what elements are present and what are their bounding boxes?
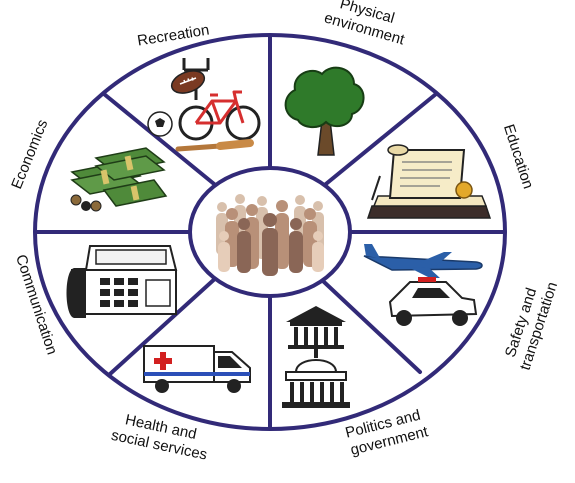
capitol-building-icon	[282, 306, 350, 408]
tree-icon	[284, 66, 365, 156]
money-stacks-icon	[70, 147, 168, 212]
spokes	[34, 34, 506, 430]
diploma-books-icon	[366, 144, 492, 219]
spoke-top-right	[308, 92, 438, 199]
label-safety-transportation: Safety and transportation	[499, 274, 561, 372]
spoke-top-left	[102, 92, 232, 199]
community-crowd-icon	[216, 194, 324, 276]
spoke-bottom-left	[108, 264, 231, 376]
bicycle-football-ball-bat-icon	[147, 58, 261, 152]
airplane-police-car-icon	[363, 244, 483, 326]
spoke-bottom-right	[305, 264, 422, 374]
label-education: Education	[500, 122, 537, 191]
ambulance-icon	[143, 345, 251, 393]
fax-telephone-icon	[66, 245, 178, 318]
